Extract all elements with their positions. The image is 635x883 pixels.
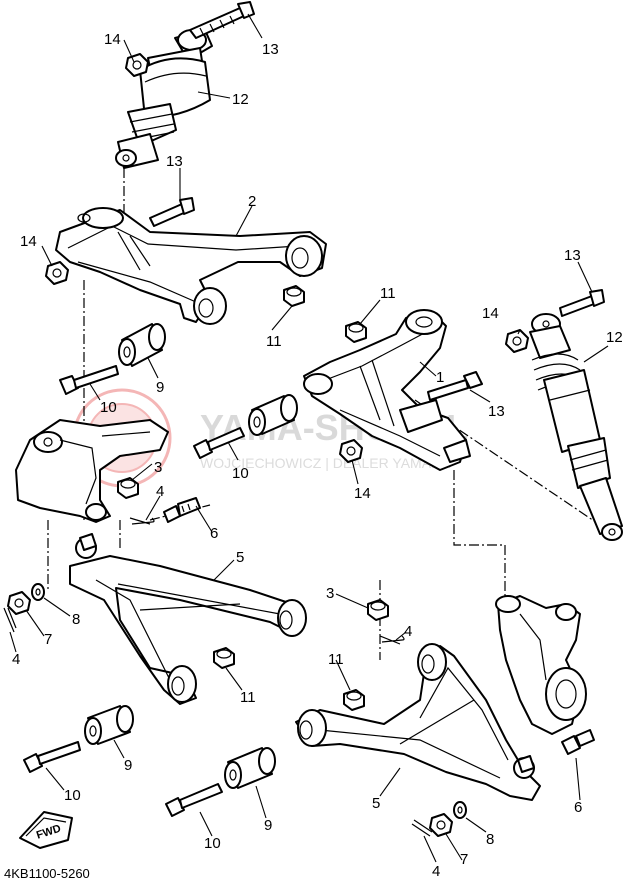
bolt-10-mid [193, 427, 245, 459]
callout-10-upper: 10 [100, 399, 117, 416]
bolt-10-upper [59, 365, 119, 395]
callout-2: 2 [248, 193, 256, 210]
callout-13-mid: 13 [166, 153, 183, 170]
nut-11-lower-left [213, 647, 235, 669]
lower-arm-right [295, 643, 541, 801]
nut-14-right [505, 329, 529, 353]
nut-14-left [45, 261, 69, 285]
callout-4-right-lower: 4 [432, 863, 440, 880]
nut-11-left [283, 285, 305, 307]
nut-14-top [125, 53, 149, 77]
callout-4-left-upper: 4 [156, 483, 164, 500]
callout-14-left: 14 [20, 233, 37, 250]
callout-13-right: 13 [488, 403, 505, 420]
callout-9-lower-mid: 9 [264, 817, 272, 834]
bushing-9-lower-mid [224, 747, 276, 789]
nut-7-right [429, 813, 453, 837]
bolt-6-left [163, 497, 201, 523]
cotter-pin-4-right-lower [411, 819, 433, 837]
callout-6-right: 6 [574, 799, 582, 816]
callout-10-lower-mid: 10 [204, 835, 221, 852]
watermark-subline: WOJCIECHOWICZ | DEALER YAMAHA [200, 455, 451, 471]
callout-14-mid: 14 [354, 485, 371, 502]
diagram-code: 4KB1100-5260 [4, 866, 90, 881]
shock-absorber-right [529, 313, 623, 541]
nut-11-lower-mid [343, 689, 365, 711]
callout-10-mid: 10 [232, 465, 249, 482]
callout-9-upper: 9 [156, 379, 164, 396]
nut-3-right [367, 599, 389, 621]
callout-11-left: 11 [266, 333, 282, 350]
washer-8-left [31, 583, 45, 601]
callout-numbers: 14 13 12 13 2 14 11 9 10 11 1 13 14 14 1… [12, 31, 623, 880]
bolt-13-top [189, 1, 255, 39]
knuckle-left [15, 419, 169, 523]
nut-11-right [345, 321, 367, 343]
cotter-pin-4-right-upper [379, 635, 405, 645]
washer-8-right [453, 801, 467, 819]
callout-11-lower-mid: 11 [328, 651, 344, 668]
bolt-13-far [559, 289, 605, 317]
upper-arm-left [55, 207, 327, 325]
callout-7-right: 7 [460, 851, 468, 868]
callout-4-left-lower: 4 [12, 651, 20, 668]
callout-6-left: 6 [210, 525, 218, 542]
callout-9-lower-left: 9 [124, 757, 132, 774]
fwd-arrow: FWD [19, 811, 73, 849]
cotter-pin-4-upper-left [129, 517, 155, 525]
nut-3-left [117, 477, 139, 499]
bushing-9-upper [118, 323, 166, 367]
callout-13-top: 13 [262, 41, 279, 58]
cotter-pin-4-lower-left [3, 607, 17, 633]
bushing-9-right-upper [248, 394, 298, 436]
callout-7-left: 7 [44, 631, 52, 648]
nut-7-left [7, 591, 31, 615]
callout-11-lower-left: 11 [240, 689, 256, 706]
bolt-10-lower-left [23, 741, 81, 773]
knuckle-right [495, 595, 587, 735]
callout-10-lower-left: 10 [64, 787, 81, 804]
callout-5-left: 5 [236, 549, 244, 566]
callout-8-right: 8 [486, 831, 494, 848]
callout-1: 1 [436, 369, 444, 386]
bolt-10-lower-mid [165, 783, 223, 817]
callout-12-right: 12 [606, 329, 623, 346]
leader-lines [9, 13, 609, 863]
bolt-13-right [427, 371, 483, 401]
nut-14-mid [339, 439, 363, 463]
bushing-9-lower-left [84, 705, 134, 745]
callout-3-right: 3 [326, 585, 334, 602]
bolt-13-mid [149, 197, 195, 227]
bolt-6-right [561, 729, 595, 755]
callout-13-far: 13 [564, 247, 581, 264]
callout-8-left: 8 [72, 611, 80, 628]
shock-absorber-left [115, 29, 213, 169]
callout-14-right: 14 [482, 305, 499, 322]
callout-5-right: 5 [372, 795, 380, 812]
callout-3-left: 3 [154, 459, 162, 476]
callout-4-right-upper: 4 [404, 623, 412, 640]
callout-14-top: 14 [104, 31, 121, 48]
lower-arm-left [69, 533, 307, 705]
callout-12-left: 12 [232, 91, 249, 108]
upper-arm-right [303, 309, 471, 471]
callout-11-right: 11 [380, 285, 396, 302]
